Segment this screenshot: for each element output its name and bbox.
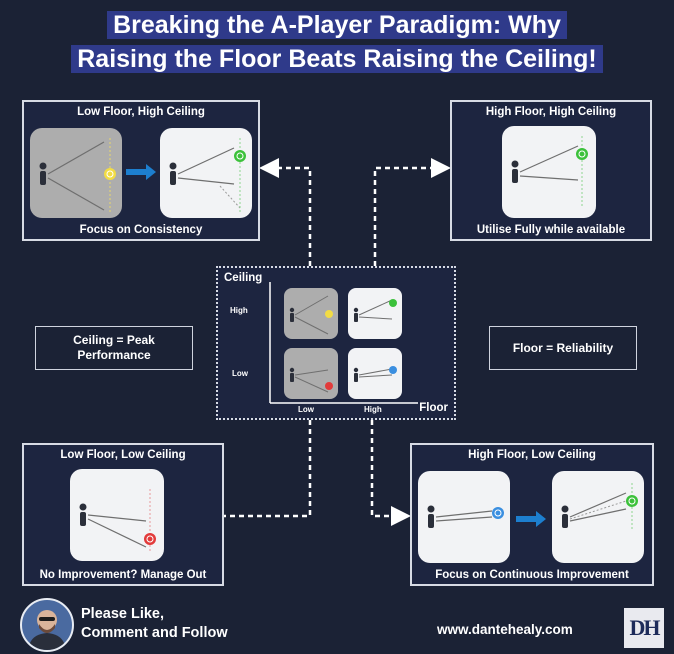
- dh-logo: DH: [624, 608, 664, 648]
- person-icon: [353, 307, 359, 322]
- panel-title: High Floor, High Ceiling: [485, 106, 617, 118]
- panel-title: Low Floor, High Ceiling: [77, 106, 205, 118]
- connector-top-right: [373, 158, 451, 266]
- person-icon: [169, 162, 177, 185]
- floor-definition: Floor = Reliability: [489, 326, 637, 370]
- person-icon: [79, 503, 87, 526]
- target-icon: [144, 533, 156, 545]
- y-tick-low: Low: [232, 369, 248, 378]
- panel-high-floor-low-ceiling: High Floor, Low Ceiling Focus on Continu…: [410, 443, 654, 586]
- x-tick-high: High: [364, 405, 382, 414]
- target-icon: [234, 150, 246, 162]
- white-tile: [70, 469, 164, 561]
- person-icon: [561, 505, 569, 528]
- y-tick-high: High: [230, 306, 248, 315]
- white-tile: [418, 471, 510, 563]
- grey-tile: [30, 128, 122, 218]
- target-icon: [576, 148, 588, 160]
- connector-top-left: [259, 158, 312, 266]
- connector-bottom-right: [370, 420, 411, 526]
- target-icon: [389, 299, 397, 307]
- call-to-action: Please Like, Comment and Follow: [81, 606, 228, 641]
- title-line-2: Raising the Floor Beats Raising the Ceil…: [71, 45, 603, 73]
- title-line-1: Breaking the A-Player Paradigm: Why: [107, 11, 567, 39]
- panel-caption: No Improvement? Manage Out: [39, 569, 207, 581]
- person-icon: [289, 307, 295, 322]
- panel-caption: Focus on Continuous Improvement: [435, 569, 629, 581]
- ceiling-definition: Ceiling = Peak Performance: [35, 326, 193, 370]
- person-icon: [289, 367, 295, 382]
- panel-high-floor-high-ceiling: High Floor, High Ceiling Utilise Fully w…: [450, 100, 652, 241]
- website-link[interactable]: www.dantehealy.com: [437, 622, 573, 637]
- target-icon: [626, 495, 638, 507]
- y-axis-label: Ceiling: [224, 272, 263, 284]
- avatar: [20, 598, 74, 652]
- panel-low-floor-low-ceiling: Low Floor, Low Ceiling No Improvement? M…: [22, 443, 224, 586]
- target-icon: [492, 507, 504, 519]
- arrow-right-icon: [516, 511, 546, 527]
- page-title: Breaking the A-Player Paradigm: Why Rais…: [0, 8, 674, 76]
- floor-ceiling-matrix: Ceiling Floor High Low Low High: [216, 266, 456, 420]
- white-tile: [552, 471, 644, 563]
- matrix-axes: [269, 282, 418, 404]
- panel-title: High Floor, Low Ceiling: [468, 449, 596, 461]
- quadrant-high-floor-low-ceiling: [348, 348, 402, 399]
- person-icon: [427, 505, 435, 528]
- target-icon: [325, 310, 333, 318]
- quadrant-high-floor-high-ceiling: [348, 288, 402, 339]
- x-tick-low: Low: [298, 405, 314, 414]
- person-icon: [39, 162, 47, 185]
- white-tile: [502, 126, 596, 218]
- arrow-right-icon: [126, 164, 156, 180]
- target-icon: [104, 168, 116, 180]
- panel-low-floor-high-ceiling: Low Floor, High Ceiling Focus on Consist…: [22, 100, 260, 241]
- person-icon: [353, 367, 359, 382]
- white-tile: [160, 128, 252, 218]
- panel-caption: Utilise Fully while available: [476, 224, 626, 236]
- quadrant-low-floor-low-ceiling: [284, 348, 338, 399]
- target-icon: [325, 382, 333, 390]
- x-axis-label: Floor: [419, 402, 448, 414]
- target-icon: [389, 366, 397, 374]
- person-icon: [511, 160, 519, 183]
- panel-caption: Focus on Consistency: [79, 224, 203, 236]
- panel-title: Low Floor, Low Ceiling: [60, 449, 186, 461]
- quadrant-low-floor-high-ceiling: [284, 288, 338, 339]
